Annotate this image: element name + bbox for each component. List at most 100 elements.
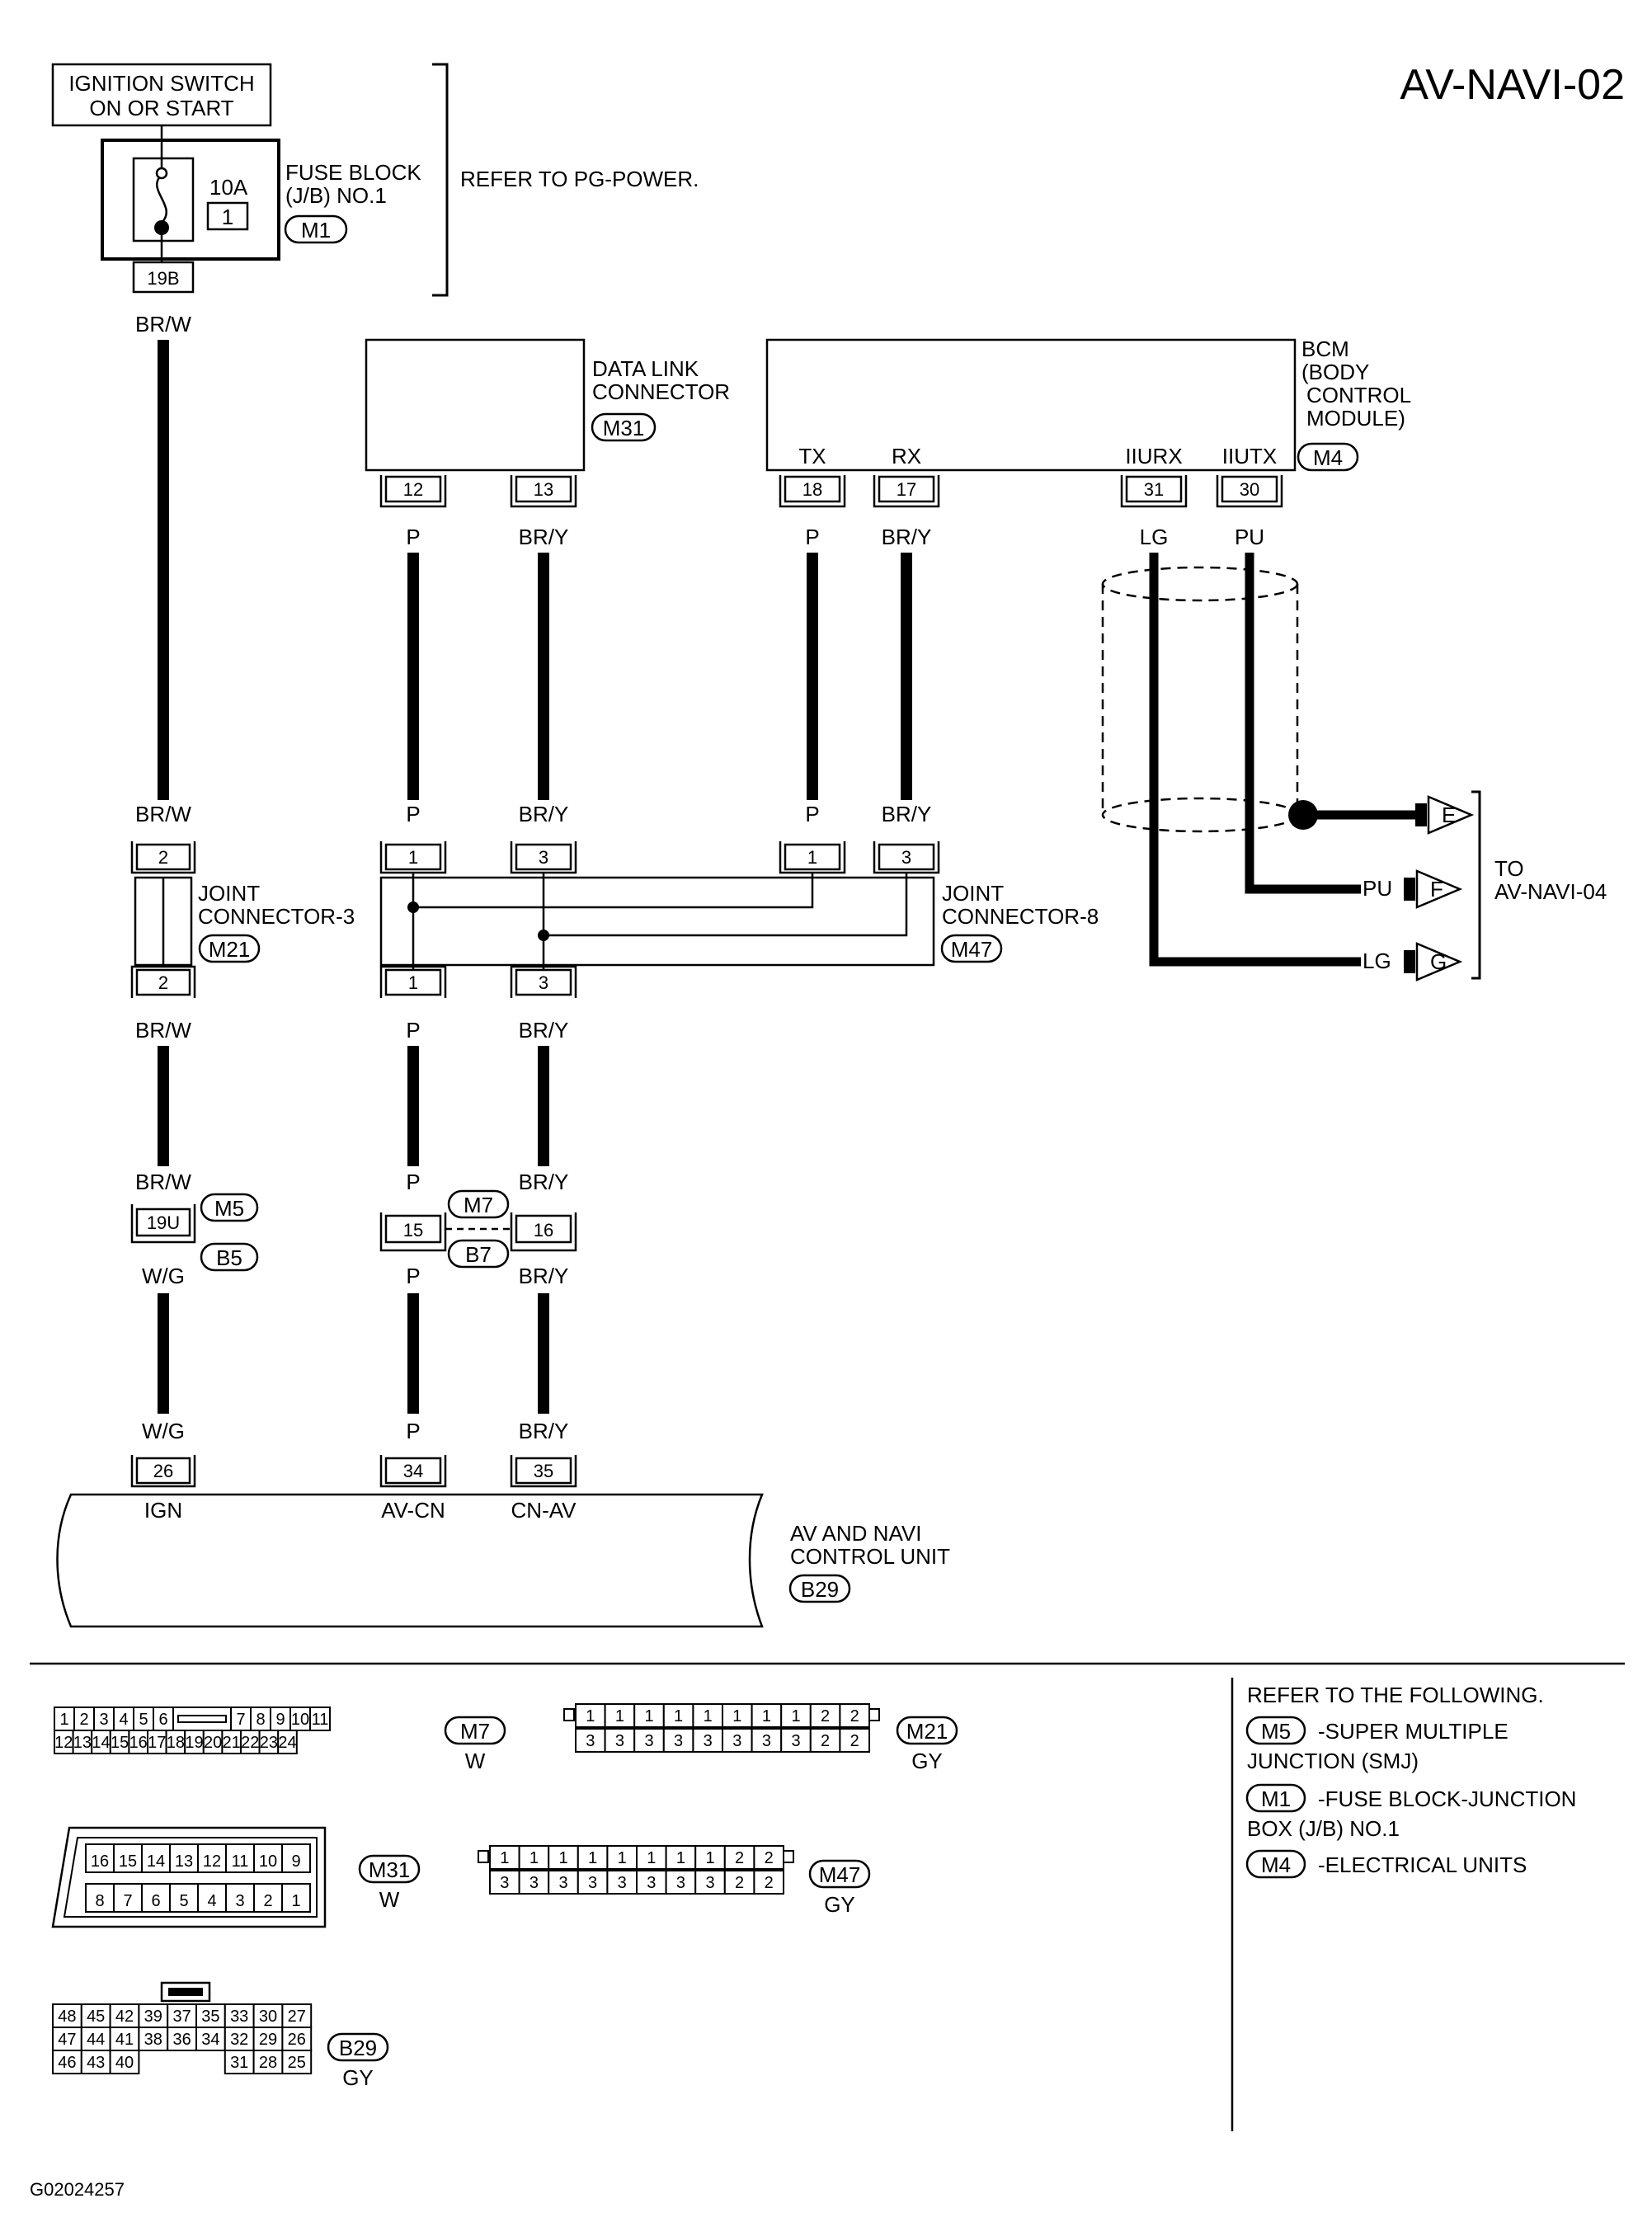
m47-latch — [478, 1850, 489, 1863]
svg-text:16: 16 — [534, 1220, 553, 1240]
m31-pin: 2 — [263, 1892, 272, 1910]
m47-pin: 3 — [500, 1874, 509, 1892]
ignition-line-1: IGNITION SWITCH — [68, 71, 254, 96]
svg-text:19B: 19B — [147, 268, 179, 289]
m7-pin: 19 — [185, 1734, 203, 1752]
svg-text:19U: 19U — [147, 1212, 180, 1233]
joint8-line-2: CONNECTOR-8 — [942, 904, 1099, 929]
m47-cell — [694, 1845, 726, 1870]
terminal-unit-34: 34 — [379, 1455, 447, 1488]
b29-pin: 25 — [288, 2054, 306, 2072]
m21-latch — [563, 1708, 575, 1721]
joint-connector-8: 1 3 1 3 1 3 JOINT CONNECTOR-8 M47 — [379, 841, 1099, 998]
terminal-dlc-12: 12 — [379, 475, 447, 508]
b29-pin: 45 — [87, 2008, 105, 2026]
m21-pin: 3 — [732, 1732, 741, 1750]
b29-pin: 42 — [115, 2008, 134, 2026]
wire-label-bry-bcm: BR/Y — [882, 525, 932, 549]
m47-cell — [753, 1845, 785, 1870]
legend-heading: REFER TO THE FOLLOWING. — [1247, 1683, 1544, 1707]
m7-pin: 16 — [129, 1734, 148, 1752]
face-m7-color: W — [465, 1749, 486, 1773]
m31-pin: 11 — [232, 1852, 249, 1871]
wire-pu — [1245, 553, 1361, 894]
face-b29-color: GY — [342, 2065, 374, 2090]
wire-label-p-j8-top-2: P — [805, 802, 819, 826]
b29-pin: 31 — [230, 2054, 248, 2072]
m7-pin: 3 — [99, 1711, 108, 1729]
m21-cell — [839, 1703, 871, 1728]
m47-cell — [636, 1845, 667, 1870]
wire-label-p-j8-bottom: P — [406, 1018, 420, 1043]
conn-m7: M7 — [464, 1193, 493, 1217]
m31-pin: 12 — [203, 1852, 221, 1871]
m31-cell — [141, 1883, 171, 1913]
m31-pin: 5 — [179, 1892, 188, 1910]
svg-text:1: 1 — [408, 972, 418, 993]
refer-pg-power: REFER TO PG-POWER. — [460, 167, 699, 191]
m21-pin: 1 — [762, 1707, 771, 1725]
bcm: BCM (BODY CONTROL MODULE) M4 TX RX IIURX… — [765, 337, 1411, 472]
svg-text:3: 3 — [539, 847, 548, 868]
svg-text:2: 2 — [158, 847, 168, 868]
m21-pin: 2 — [821, 1732, 830, 1750]
m31-cell — [281, 1843, 311, 1873]
m31-pin: 16 — [91, 1852, 109, 1871]
wire-label-p-dlc: P — [406, 525, 420, 549]
fuse-block: 10A 1 FUSE BLOCK (J/B) NO.1 M1 — [101, 125, 421, 272]
b29-pin: 36 — [172, 2031, 191, 2049]
m7-pin: 10 — [291, 1711, 309, 1729]
b29-pin: 26 — [288, 2031, 306, 2049]
b29-cell — [252, 2003, 284, 2028]
fuse-block-line-1: FUSE BLOCK — [285, 160, 421, 185]
b29-pin: 47 — [58, 2031, 76, 2049]
wire-label-bry-dlc: BR/Y — [519, 525, 569, 549]
wire-label-lg-arrow: LG — [1363, 949, 1391, 973]
b29-pin: 35 — [201, 2008, 219, 2026]
wire-label-brw-smj: BR/W — [135, 1170, 191, 1194]
m21-pin: 1 — [644, 1707, 653, 1725]
m21-pin: 3 — [762, 1732, 771, 1750]
ignition-line-2: ON OR START — [89, 96, 233, 120]
wire-label-bry-smj-bottom: BR/Y — [519, 1264, 569, 1288]
unit-pin-label-ign: IGN — [144, 1498, 182, 1523]
m31-pin: 6 — [151, 1892, 160, 1910]
m21-pin: 3 — [674, 1732, 683, 1750]
m7-pin: 9 — [275, 1711, 285, 1729]
m31-pin: 9 — [291, 1852, 300, 1871]
b29-pin: 32 — [230, 2031, 248, 2049]
b29-pin: 44 — [87, 2031, 105, 2049]
m21-cell — [692, 1703, 724, 1728]
m47-pin: 1 — [705, 1849, 714, 1867]
b29-pin: 39 — [144, 2008, 162, 2026]
conn-b7: B7 — [465, 1242, 492, 1267]
m47-pin: 3 — [676, 1874, 685, 1892]
legend-code-m1: M1 — [1261, 1787, 1291, 1811]
b29-pin: 41 — [115, 2031, 134, 2049]
b29-cell — [138, 2003, 169, 2028]
terminal-bcm-30: 30 — [1216, 475, 1283, 508]
m21-pin: 1 — [704, 1707, 713, 1725]
b29-pin: 34 — [201, 2031, 219, 2049]
m47-cell — [753, 1870, 785, 1895]
m47-pin: 1 — [676, 1849, 685, 1867]
m7-cell — [270, 1707, 291, 1731]
connector-15-16: 15 16 M7 B7 — [379, 1189, 577, 1269]
m21-pin: 1 — [732, 1707, 741, 1725]
m47-pin: 3 — [529, 1874, 539, 1892]
m31-pin: 7 — [123, 1892, 132, 1910]
m7-pin: 24 — [278, 1734, 296, 1752]
fuse-amperage: 10A — [209, 175, 248, 200]
m21-cell — [575, 1703, 606, 1728]
terminal-bcm-18: 18 — [779, 475, 846, 508]
m47-cell — [694, 1870, 726, 1895]
wire-label-p-smj-bottom: P — [406, 1264, 420, 1288]
svg-text:13: 13 — [534, 479, 553, 500]
wire-label-pu-arrow: PU — [1363, 876, 1392, 901]
svg-text:AV-NAVI-04: AV-NAVI-04 — [1494, 879, 1607, 904]
m47-cell — [636, 1870, 667, 1895]
legend-text-m1-1: -FUSE BLOCK-JUNCTION — [1318, 1787, 1576, 1811]
m7-pin: 22 — [241, 1734, 259, 1752]
